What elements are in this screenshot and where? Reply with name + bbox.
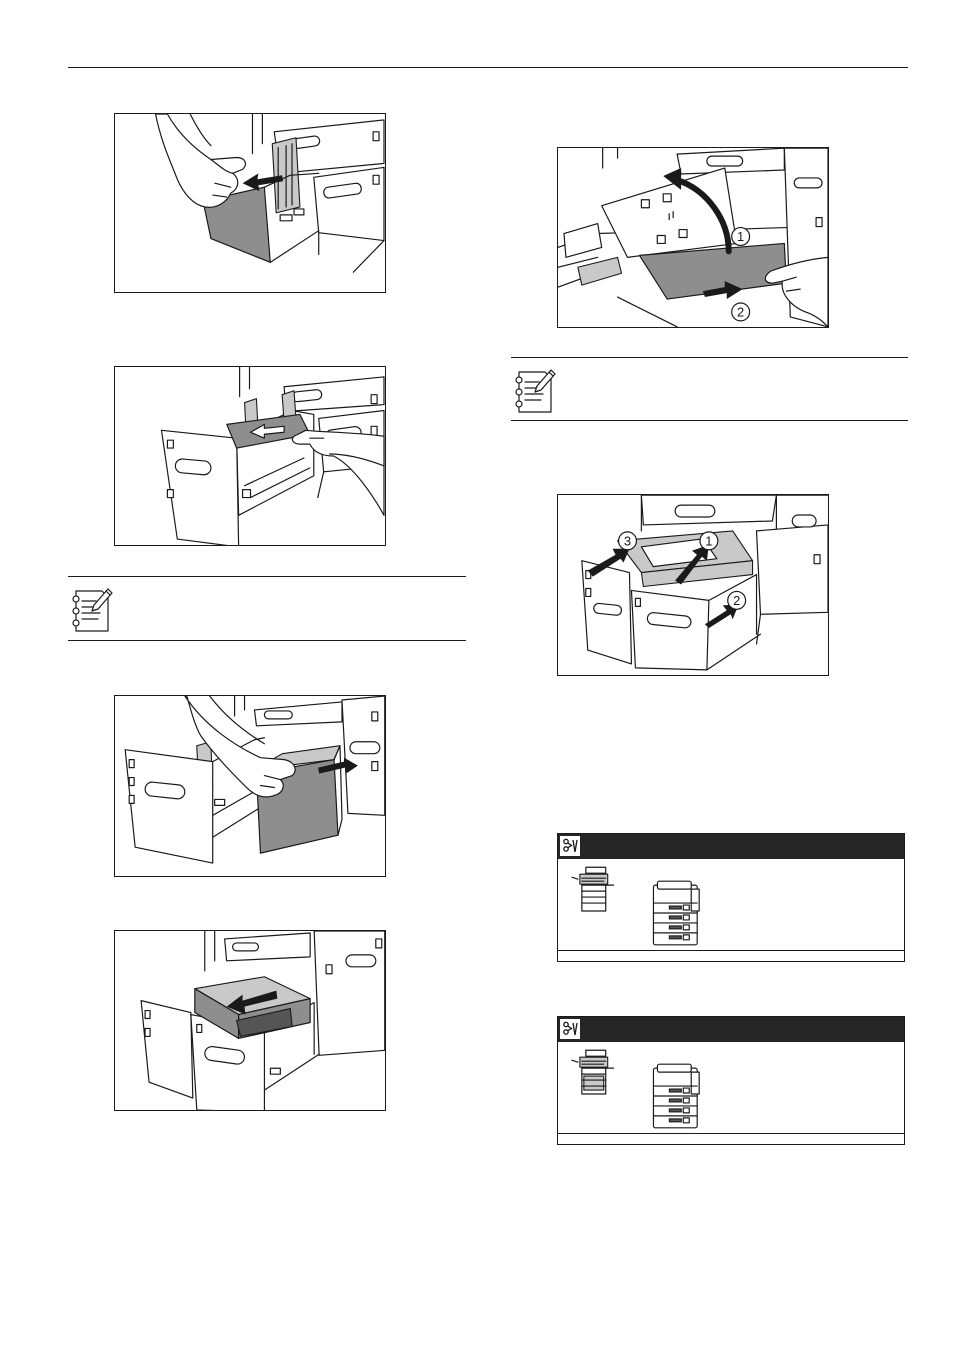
direction-arrow — [318, 757, 358, 774]
drawer-handle — [144, 781, 186, 800]
svg-text:2: 2 — [733, 593, 740, 608]
drawer-handle — [791, 514, 817, 528]
illustration-remove-paper — [160, 367, 385, 545]
header-rule — [68, 67, 908, 68]
direction-arrow — [249, 423, 285, 439]
svg-text:3: 3 — [624, 533, 631, 548]
illustration-reinsert-drawers: 3 1 2 — [581, 495, 828, 671]
figure-reinsert-drawers: 3 1 2 — [557, 494, 829, 676]
marker-1: 1 — [699, 531, 719, 551]
drawer-handle — [706, 155, 744, 167]
paper-drawer — [140, 1000, 320, 1110]
tools-icon — [560, 1019, 580, 1039]
drawer-handle — [593, 602, 623, 616]
note-icon — [72, 588, 113, 632]
paper-drawer — [124, 737, 266, 864]
illustration-open-cover: 1 2 — [558, 148, 828, 327]
screen-status-bar — [558, 1133, 904, 1134]
figure-pull-out-drawer — [114, 113, 386, 293]
screen-header-bar — [558, 1017, 904, 1042]
hand — [184, 696, 296, 798]
screen-header-bar — [558, 834, 904, 859]
marker-2: 2 — [727, 590, 747, 610]
pull-arrow — [702, 281, 743, 300]
marker-3: 3 — [617, 531, 638, 551]
feed-cover — [601, 167, 738, 258]
drawer-front — [124, 749, 214, 864]
push-arrow-2 — [704, 604, 739, 629]
machine-large-icon — [652, 880, 700, 946]
push-arrow-3 — [587, 548, 630, 577]
printer-small-icon — [571, 866, 615, 912]
paper-drawer — [160, 390, 315, 545]
marker-2: 2 — [731, 302, 751, 322]
illustration-pull-out-tray — [124, 696, 385, 864]
figure-remove-paper — [114, 366, 386, 546]
note-rule-top — [511, 357, 908, 358]
drawer-handle — [323, 182, 362, 199]
note-rule-bottom — [68, 640, 466, 641]
machine-cabinet — [204, 931, 385, 1056]
drawer-handle — [204, 1045, 246, 1065]
drawer-handle — [345, 954, 377, 968]
hand — [154, 114, 246, 208]
svg-text:1: 1 — [705, 533, 712, 548]
hand — [291, 429, 385, 516]
svg-text:2: 2 — [737, 304, 744, 319]
paper-drawer — [581, 560, 762, 671]
printer-small-icon — [571, 1049, 615, 1095]
illustration-remove-tray — [140, 931, 385, 1110]
note-icon — [515, 369, 556, 413]
paper-drawer — [202, 137, 320, 263]
machine-cabinet — [640, 495, 828, 645]
drawer-front — [630, 589, 710, 671]
illustration-pull-out-drawer — [154, 114, 385, 273]
direction-arrow — [226, 990, 278, 1015]
hand — [764, 256, 828, 327]
drawer-handle — [174, 458, 212, 476]
figure-remove-tray — [114, 930, 386, 1111]
screen-illustration — [571, 866, 700, 946]
svg-text:1: 1 — [737, 229, 744, 244]
figure-pull-out-tray — [114, 695, 386, 877]
drawer-handle — [263, 710, 293, 720]
drawer-handle — [232, 942, 260, 952]
inner-tray — [617, 530, 754, 588]
lift-arrow — [663, 168, 732, 255]
push-arrow-1 — [675, 544, 709, 585]
operation-panel-screen — [557, 833, 905, 962]
drawer-handle — [349, 741, 381, 755]
note-rule-top — [68, 576, 466, 577]
machine-large-icon — [652, 1063, 700, 1129]
machine-cabinet — [251, 114, 385, 273]
drawer-handle — [674, 504, 716, 518]
figure-open-cover: 1 2 — [557, 147, 829, 328]
screen-illustration — [571, 1049, 700, 1129]
drawer-handle — [793, 177, 823, 189]
drawer-front — [140, 1000, 194, 1099]
direction-arrow — [242, 173, 284, 192]
machine-cabinet — [233, 696, 385, 816]
marker-1: 1 — [731, 226, 751, 247]
operation-panel-screen — [557, 1016, 905, 1145]
note-rule-bottom — [511, 420, 908, 421]
drawer-handle — [646, 612, 692, 629]
tools-icon — [560, 836, 580, 856]
inner-tray — [194, 976, 311, 1039]
screen-status-bar — [558, 950, 904, 951]
